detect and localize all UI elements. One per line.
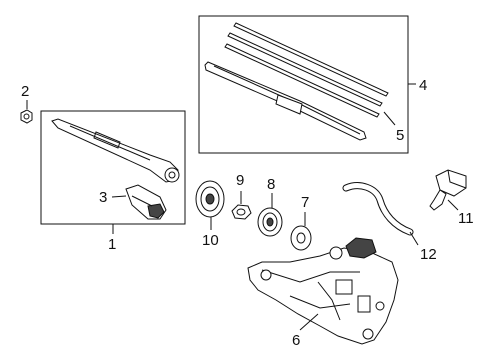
- callout-8: 8: [267, 176, 275, 193]
- leader-11: [447, 199, 459, 211]
- washer-part-7: [290, 225, 312, 251]
- callout-12: 12: [420, 246, 437, 263]
- nut-part-2: [20, 109, 33, 124]
- callout-10: 10: [202, 232, 219, 249]
- leader-12: [409, 231, 419, 246]
- callout-5: 5: [396, 127, 404, 144]
- hex-nut-part-9: [231, 204, 252, 220]
- leader-6: [299, 313, 319, 331]
- callout-4: 4: [419, 77, 427, 94]
- wiper-arm-part-1: [51, 118, 180, 183]
- callout-6: 6: [292, 332, 300, 349]
- arm-cap-part-3: [125, 184, 167, 220]
- wiper-blade-part-5: [204, 61, 367, 141]
- grommet-part-10: [195, 180, 225, 218]
- callout-1: 1: [108, 236, 116, 253]
- leader-3: [111, 195, 127, 198]
- callout-2: 2: [21, 83, 29, 100]
- leader-5: [383, 111, 396, 126]
- callout-9: 9: [236, 172, 244, 189]
- hose-part-12: [342, 182, 414, 236]
- callout-11: 11: [458, 210, 474, 227]
- callout-7: 7: [301, 194, 309, 211]
- wiper-motor-part-6: [247, 237, 399, 345]
- nozzle-part-11: [429, 169, 467, 211]
- bushing-part-8: [257, 207, 283, 237]
- callout-3: 3: [99, 189, 107, 206]
- refill-strips-part-4: [224, 22, 389, 118]
